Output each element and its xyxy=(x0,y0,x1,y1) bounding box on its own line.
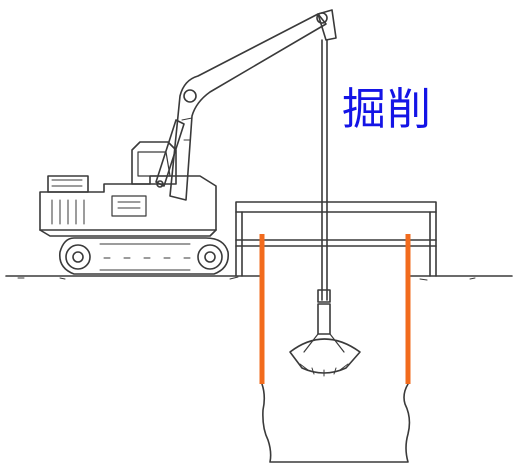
excavation-pit xyxy=(261,383,411,463)
excavator-cab xyxy=(131,141,177,185)
ground-line xyxy=(5,275,513,281)
guide-frame xyxy=(235,201,437,277)
hammer-grab xyxy=(289,303,361,377)
excavation-label: 掘削 xyxy=(342,84,432,135)
excavator-body xyxy=(39,175,217,237)
boom-cylinder xyxy=(155,119,185,188)
arm xyxy=(317,9,337,303)
crawler-track xyxy=(58,237,230,275)
excavator-boom xyxy=(169,12,328,201)
